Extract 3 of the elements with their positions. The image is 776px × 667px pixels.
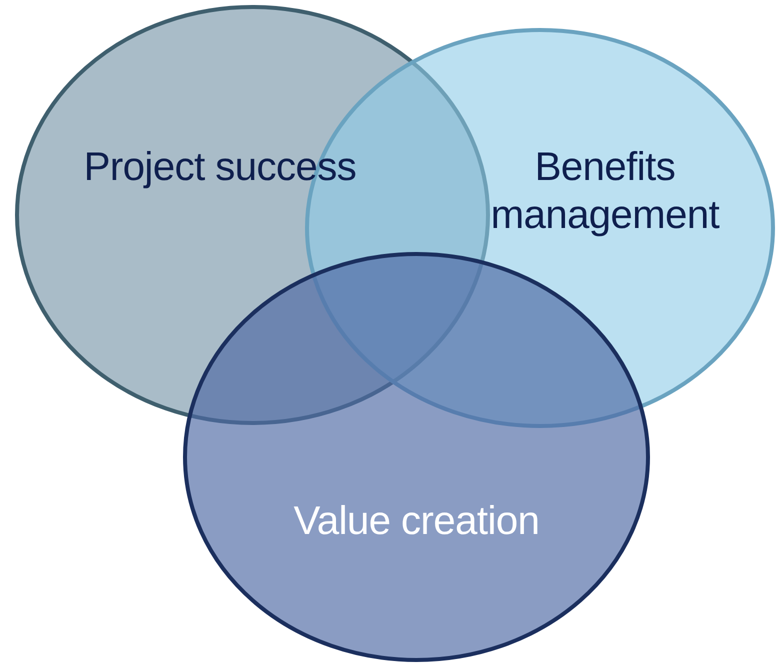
circle-label: Value creation — [292, 498, 540, 545]
circle-label: Benefits management — [490, 144, 720, 239]
circle-label: Project success — [82, 144, 358, 191]
